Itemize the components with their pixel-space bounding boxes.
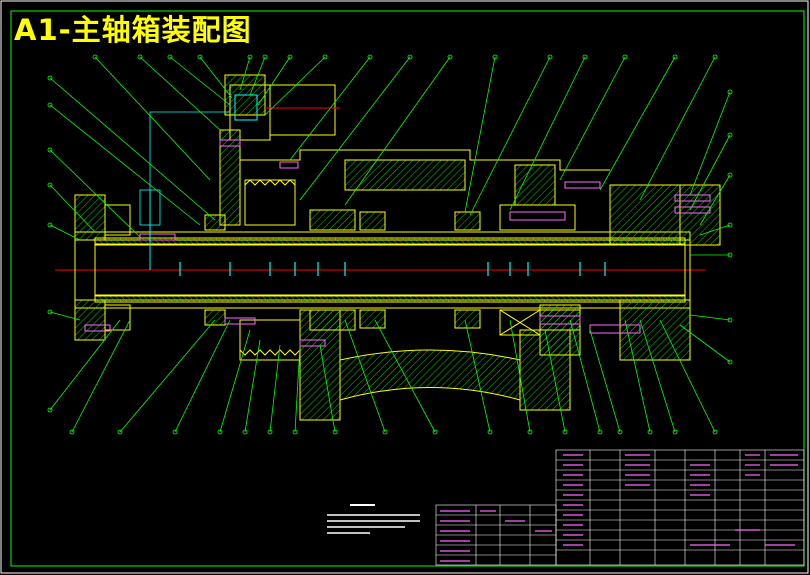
- leader-lines-bottom: [49, 319, 716, 433]
- spindle-markers: [179, 262, 606, 276]
- part-balloons: [47, 54, 733, 435]
- cyan-guides: [139, 111, 230, 270]
- parts-list-table: [435, 504, 557, 566]
- title-block-fill-marks: [440, 454, 798, 562]
- drawing-title: A1-主轴箱装配图: [14, 13, 252, 47]
- leader-lines-top: [94, 56, 716, 216]
- bolts: [84, 139, 711, 347]
- front-flange: [74, 194, 131, 341]
- leader-lines-sides: [49, 77, 731, 363]
- spindle-shaft: [74, 231, 691, 309]
- inner-frame: [10, 10, 805, 567]
- headstock-housing: [219, 74, 721, 421]
- bearings: [204, 204, 581, 336]
- title-block: [555, 449, 805, 566]
- drive-motor: [229, 84, 340, 141]
- technical-notes-block: [327, 504, 420, 534]
